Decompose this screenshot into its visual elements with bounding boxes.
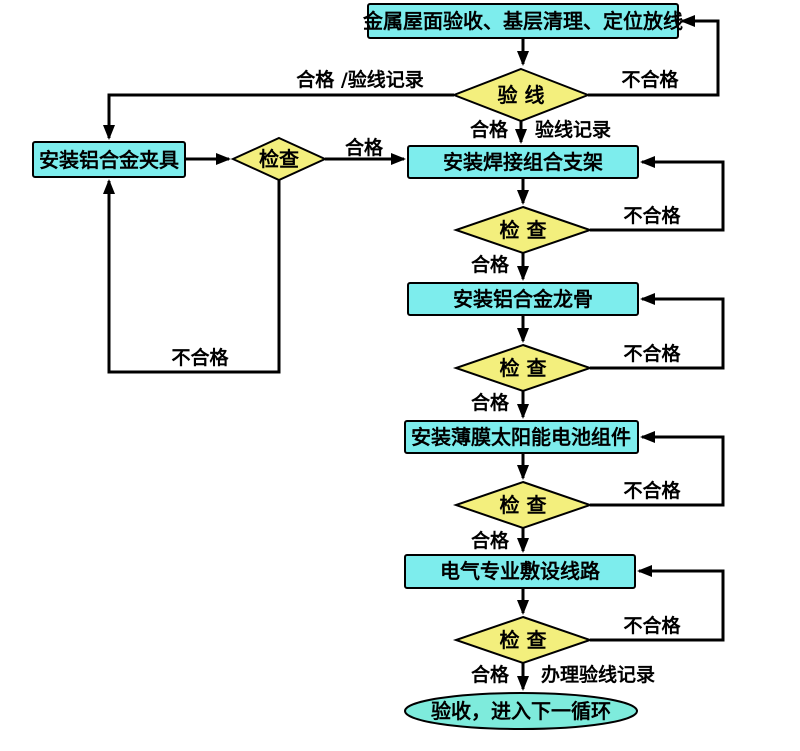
node-wiring-check: 检 查 [452, 615, 594, 665]
edge-label-pass-clamps-check: 合格 [345, 136, 384, 159]
node-label: 电气专业敷设线路 [440, 559, 601, 583]
edge-label-fail-brackets-check: 不合格 [623, 204, 681, 227]
edge-keel-check-fail-loop [590, 293, 725, 370]
node-label: 安装铝合金龙骨 [453, 287, 593, 311]
node-label: 安装铝合金夹具 [39, 148, 179, 172]
process-box [367, 3, 679, 39]
node-start: 金属屋面验收、基层清理、定位放线 [362, 3, 683, 39]
node-keel-check: 检 查 [452, 343, 594, 393]
edge-label-pass-record-left: 合格 /验线记录 [296, 68, 424, 91]
decision-diamond [452, 343, 594, 393]
node-label: 验收，进入下一循环 [431, 699, 611, 723]
edge-label-fail-line-check: 不合格 [621, 68, 679, 91]
edge-label-record-wiring-check: 办理验线记录 [541, 663, 655, 686]
node-label: 安装焊接组合支架 [443, 150, 603, 174]
edge-brackets-check-fail-loop [590, 156, 725, 232]
node-brackets-check: 检 查 [452, 205, 594, 255]
edge-wiring-check-fail-loop [590, 565, 725, 642]
node-install-wiring: 电气专业敷设线路 [404, 554, 636, 589]
edge-clamps-check-fail-loop [103, 179, 281, 374]
edge-label-pass-wiring-check: 合格 [471, 663, 510, 686]
edge-labels: 合格 /验线记录 不合格 合格 验线记录 合格 不合格 不合格 合格 不合格 合… [171, 68, 681, 686]
decision-diamond [230, 136, 328, 182]
edge-label-fail-keel-check: 不合格 [623, 342, 681, 365]
process-box [404, 554, 636, 589]
node-install-clamps: 安装铝合金夹具 [32, 141, 186, 178]
node-label: 检 查 [500, 493, 547, 517]
node-label: 检 查 [500, 218, 547, 242]
terminal-ellipse [404, 692, 638, 730]
edge-label-pass-line-check: 合格 [470, 118, 509, 141]
edge-label-record-line-check: 验线记录 [535, 118, 611, 141]
edge-label-pass-keel-check: 合格 [471, 391, 510, 414]
decision-diamond [452, 205, 594, 255]
node-install-brackets: 安装焊接组合支架 [407, 145, 639, 179]
node-end: 验收，进入下一循环 [404, 692, 638, 730]
process-box [407, 145, 639, 179]
node-install-keel: 安装铝合金龙骨 [407, 282, 639, 316]
node-label: 安装薄膜太阳能电池组件 [411, 425, 631, 449]
edge-label-fail-wiring-check: 不合格 [623, 614, 681, 637]
decision-diamond [452, 615, 594, 665]
node-label: 金属屋面验收、基层清理、定位放线 [362, 9, 683, 33]
edges [103, 15, 725, 691]
decision-diamond [452, 480, 594, 530]
node-label: 检 查 [500, 356, 547, 380]
process-box [32, 141, 186, 178]
process-box [407, 282, 639, 316]
edge-panels-check-fail-loop [590, 431, 725, 507]
node-label: 检 查 [500, 628, 547, 652]
node-panels-check: 检 查 [452, 480, 594, 530]
edge-label-fail-clamps-check: 不合格 [171, 346, 229, 369]
node-line-check: 验 线 [451, 67, 591, 123]
edge-line-check-pass-to-clamps [103, 93, 454, 140]
edge-line-check-fail-to-start [588, 15, 720, 97]
node-label: 验 线 [498, 83, 545, 107]
edge-label-pass-brackets-check: 合格 [471, 253, 510, 276]
node-clamps-check: 检查 [230, 136, 328, 182]
node-label: 检查 [259, 147, 299, 171]
edge-label-pass-panels-check: 合格 [471, 529, 510, 552]
node-install-panels: 安装薄膜太阳能电池组件 [404, 420, 639, 454]
decision-diamond [451, 67, 591, 123]
process-box [404, 420, 639, 454]
edge-label-fail-panels-check: 不合格 [623, 479, 681, 502]
